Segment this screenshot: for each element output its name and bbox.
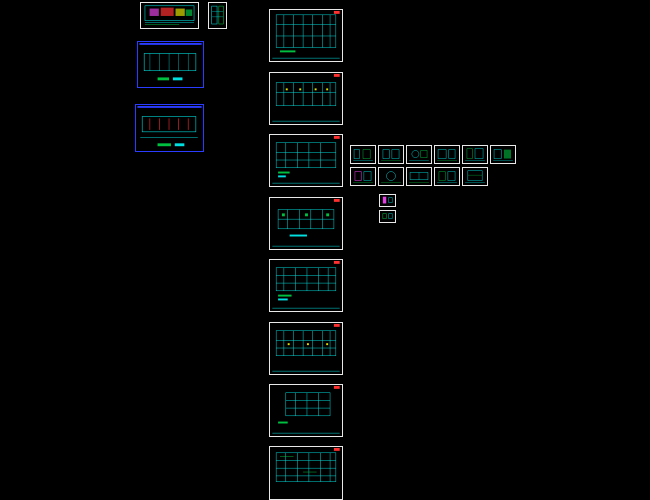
floor-plan-sheet-5[interactable] xyxy=(269,259,343,312)
detail-sheet-6[interactable] xyxy=(490,145,516,164)
detail-sheet-5[interactable] xyxy=(462,145,488,164)
floor-plan-drawing xyxy=(272,385,340,434)
floor-plan-drawing xyxy=(272,323,340,372)
floor-plan-drawing xyxy=(272,260,340,309)
plan-drawing-blue-2 xyxy=(137,105,202,147)
floor-plan-drawing xyxy=(272,198,340,247)
elevation-sheet-colored[interactable] xyxy=(140,2,199,29)
floor-plan-sheet-6[interactable] xyxy=(269,322,343,375)
detail-sheet-11[interactable] xyxy=(462,167,488,186)
floor-plan-drawing xyxy=(272,135,340,184)
elevation-drawing xyxy=(144,5,195,25)
floor-plan-drawing xyxy=(272,10,340,59)
detail-drawing xyxy=(409,150,429,161)
detail-drawing xyxy=(437,171,457,183)
detail-sheet-7[interactable] xyxy=(350,167,376,186)
floor-plan-sheet-8[interactable] xyxy=(269,446,343,500)
detail-sheet-9[interactable] xyxy=(406,167,432,186)
floor-plan-sheet-4[interactable] xyxy=(269,197,343,250)
detail-drawing xyxy=(353,171,373,183)
elevation-sheet-narrow[interactable] xyxy=(208,2,227,29)
detail-sheet-1[interactable] xyxy=(350,145,376,164)
plan-drawing-blue-1 xyxy=(139,42,202,81)
floor-plan-drawing xyxy=(272,73,340,122)
blue-frame-sheet-2[interactable] xyxy=(135,104,204,152)
detail-drawing xyxy=(465,148,485,161)
detail-sheet-10[interactable] xyxy=(434,167,460,186)
detail-drawing xyxy=(465,170,485,183)
detail-drawing xyxy=(493,149,513,161)
detail-drawing xyxy=(437,149,457,161)
detail-sheet-8[interactable] xyxy=(378,167,404,186)
detail-sheet-2[interactable] xyxy=(378,145,404,164)
detail-drawing-green xyxy=(382,213,393,219)
floor-plan-sheet-1[interactable] xyxy=(269,9,343,62)
detail-drawing xyxy=(353,149,373,161)
detail-sheet-extra-1[interactable] xyxy=(379,194,396,207)
blue-frame-sheet-1[interactable] xyxy=(137,41,204,88)
detail-sheet-extra-2[interactable] xyxy=(379,210,396,223)
floor-plan-sheet-2[interactable] xyxy=(269,72,343,125)
detail-drawing xyxy=(381,149,401,161)
floor-plan-sheet-3[interactable] xyxy=(269,134,343,187)
detail-drawing-magenta xyxy=(382,196,393,204)
detail-sheet-4[interactable] xyxy=(434,145,460,164)
floor-plan-drawing xyxy=(275,447,340,482)
detail-drawing xyxy=(409,172,429,183)
detail-drawing xyxy=(381,171,401,183)
floor-plan-sheet-7[interactable] xyxy=(269,384,343,437)
section-drawing xyxy=(211,5,224,25)
detail-sheet-3[interactable] xyxy=(406,145,432,164)
